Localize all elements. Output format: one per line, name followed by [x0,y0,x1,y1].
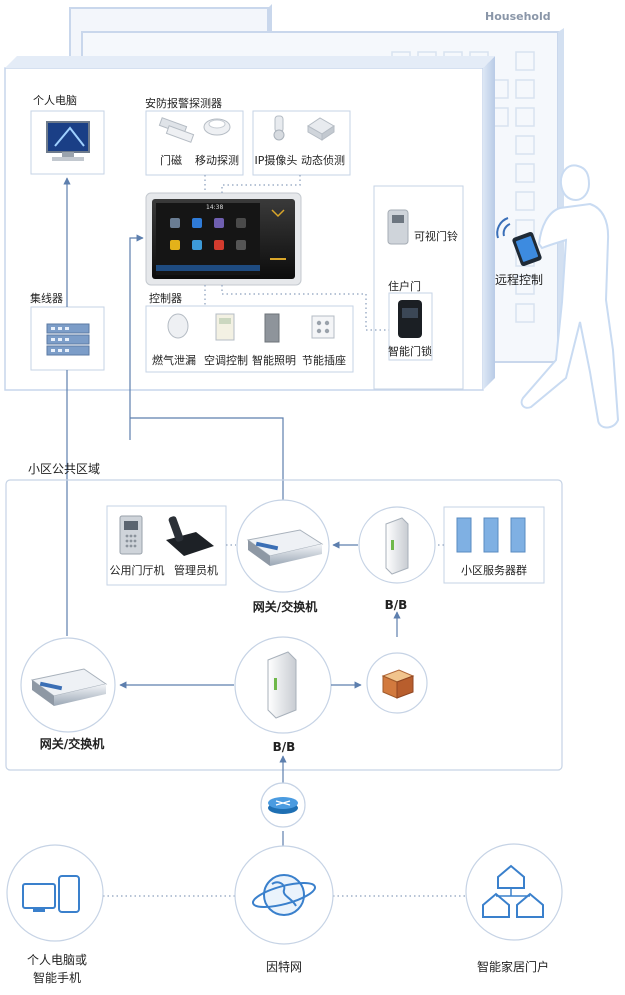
lobby-admin-box [106,505,227,586]
gateway-left-label: 网关/交换机 [39,737,105,751]
controller-item-gas: 燃气泄漏 [152,354,196,367]
door-group-box [373,185,464,390]
control-panel-screen [145,192,302,286]
smart-home-portal-icon [465,843,563,941]
alarm-group-label: 安防报警探测器 [145,97,222,110]
internet-label: 因特网 [265,960,303,974]
community-area-label: 小区公共区域 [28,462,101,476]
bb-top-icon [358,506,436,584]
home-links [63,177,284,636]
alarm-item-ip-camera: IP摄像头 [254,154,298,167]
portal-label: 智能家居门户 [476,960,550,974]
home-dotted-links [204,175,389,331]
person-silhouette-icon [496,164,620,429]
lobby-label: 公用门厅机 [109,564,165,577]
remote-control-label: 远程控制 [495,273,544,287]
gateway-top-label: 网关/交换机 [252,600,318,614]
firewall-icon [366,652,428,714]
controller-item-light: 智能照明 [252,354,296,367]
pc-phone-label-line2: 智能手机 [32,971,82,985]
video-doorbell-label: 可视门铃 [414,230,458,243]
router-icon [260,782,306,828]
smart-lock-label: 智能门锁 [388,345,432,358]
hub-label: 集线器 [30,292,63,305]
hub-box [30,306,105,371]
door-group-label: 住户门 [388,280,421,293]
alarm-detector-box-2 [252,110,351,176]
controller-box [145,305,354,373]
gateway-left-icon [20,637,116,733]
admin-label: 管理员机 [174,564,218,577]
bb-bottom-icon [234,636,332,734]
internet-globe-icon [234,845,334,945]
alarm-item-door-sensor: 门磁 [160,154,182,167]
alarm-detector-box-1 [145,110,244,176]
alarm-item-dynamic-detect: 动态侦测 [301,154,345,167]
alarm-item-motion: 移动探测 [195,154,239,167]
controller-label: 控制器 [149,292,182,305]
bb-bottom-label: B/B [272,740,296,754]
pc-phone-icon [6,844,104,942]
pc-phone-label-line1: 个人电脑或 [26,953,88,967]
pc-label: 个人电脑 [33,94,77,107]
community-area-frame [5,479,563,771]
server-cluster-box [443,506,545,584]
personal-computer-box [30,110,105,175]
household-label: Household [485,10,551,23]
panel-time: 14:38 [206,204,224,211]
controller-item-socket: 节能插座 [302,354,346,367]
gateway-top-icon [236,499,330,593]
server-cluster-label: 小区服务器群 [461,564,527,577]
controller-item-ac: 空调控制 [204,354,248,367]
bb-top-label: B/B [384,598,408,612]
